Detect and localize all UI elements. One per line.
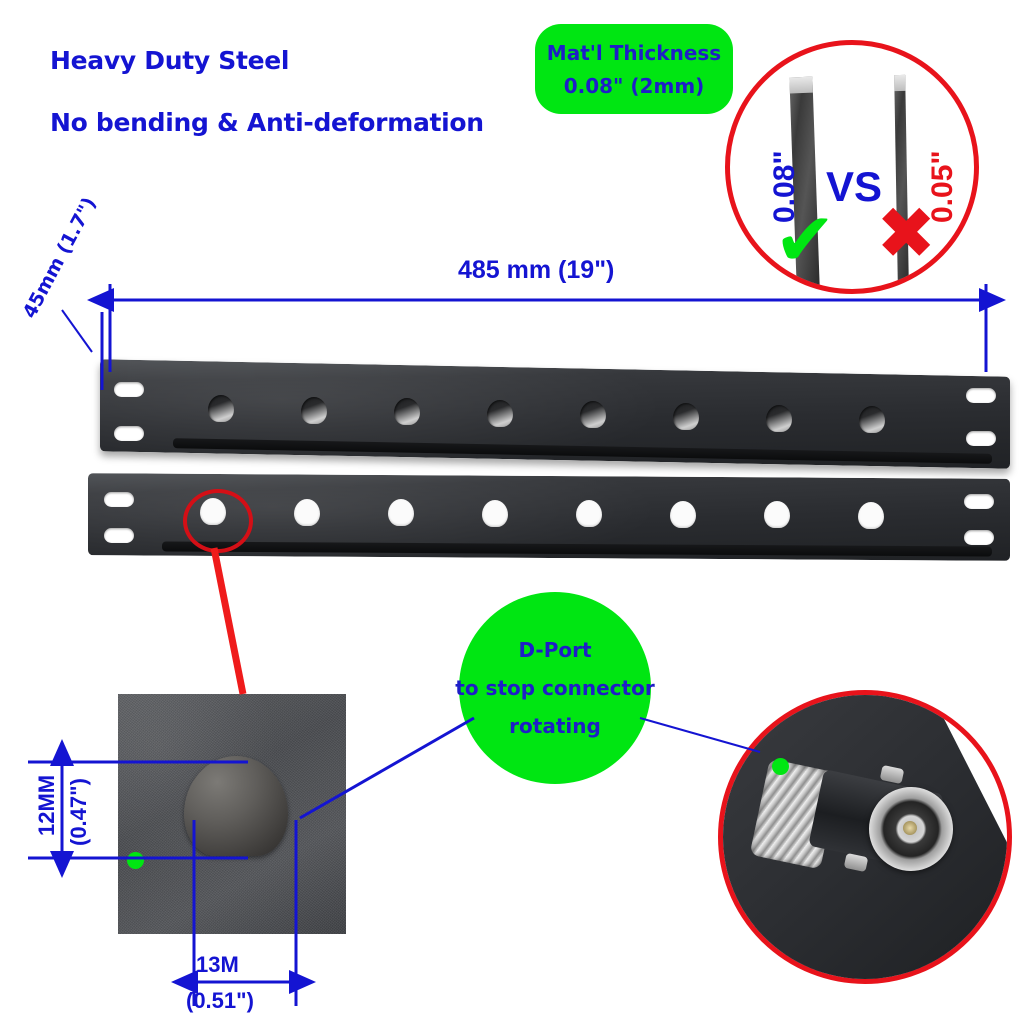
d-shaped-hole — [184, 756, 288, 856]
thickness-badge-line-1: Mat'l Thickness — [546, 40, 722, 65]
panel-hole — [208, 395, 234, 422]
steel-bar-thin-tip — [894, 74, 906, 92]
bnc-center-pin — [903, 821, 917, 835]
dport-line-1: D-Port — [518, 638, 592, 662]
dport-marker-dot-bnc — [772, 758, 789, 775]
mount-slot — [964, 530, 994, 545]
hole-width-inch-label: (0.51") — [186, 988, 254, 1013]
hole-height-mm-label: 12MM — [34, 774, 59, 836]
panel-hole — [576, 500, 602, 527]
mount-slot — [964, 494, 994, 509]
dport-line-3: rotating — [509, 714, 601, 738]
panel-hole — [673, 403, 699, 430]
hole-highlight-ring — [183, 489, 253, 553]
dport-callout-circle: D-Port to stop connector rotating — [455, 592, 655, 784]
mount-slot — [966, 388, 996, 403]
dimension-height-label: 45mm (1.7") — [18, 193, 101, 322]
panel-hole — [858, 501, 884, 529]
panel-hole — [859, 406, 885, 434]
leader-line-hole-to-macro — [210, 547, 247, 695]
thickness-comparison-circle: 0.08" 0.05" VS ✔ ✖ — [725, 40, 979, 294]
thickness-badge-line-2: 0.08" (2mm) — [563, 73, 705, 98]
panel-hole — [294, 498, 320, 526]
mount-slot — [104, 528, 134, 543]
cross-icon: ✖ — [876, 191, 937, 275]
rack-panel-angled — [100, 359, 1010, 469]
panel-hole — [764, 501, 790, 528]
panel-hole — [766, 404, 792, 432]
headline-secondary: No bending & Anti-deformation — [50, 108, 484, 137]
dimension-width-label: 485 mm (19") — [458, 256, 615, 284]
panel-hole — [482, 499, 508, 527]
comparison-vs-label: VS — [826, 163, 883, 210]
headline-primary: Heavy Duty Steel — [50, 46, 290, 75]
panel-hole — [670, 500, 696, 528]
check-icon: ✔ — [774, 197, 837, 283]
hole-height-inch-label: (0.47") — [66, 778, 91, 846]
panel-hole — [394, 398, 420, 426]
mount-slot — [114, 426, 144, 441]
dport-line-2: to stop connector — [455, 676, 655, 700]
material-thickness-badge: Mat'l Thickness 0.08" (2mm) — [535, 24, 733, 114]
rack-panel-front — [88, 473, 1010, 561]
steel-bar-thick-tip — [789, 76, 813, 94]
bnc-connector-photo — [718, 690, 1012, 984]
panel-hole — [388, 499, 414, 526]
panel-hole — [487, 399, 513, 427]
panel-hole — [580, 401, 606, 429]
mount-slot — [114, 382, 144, 397]
dport-hole-macro-photo — [118, 694, 346, 934]
hole-width-mm-label: 13M — [196, 952, 239, 977]
dim-height-leader — [61, 309, 93, 353]
panel-hole — [301, 396, 327, 424]
mount-slot — [104, 492, 134, 507]
mount-slot — [966, 431, 996, 446]
dport-marker-dot-macro — [127, 852, 144, 869]
